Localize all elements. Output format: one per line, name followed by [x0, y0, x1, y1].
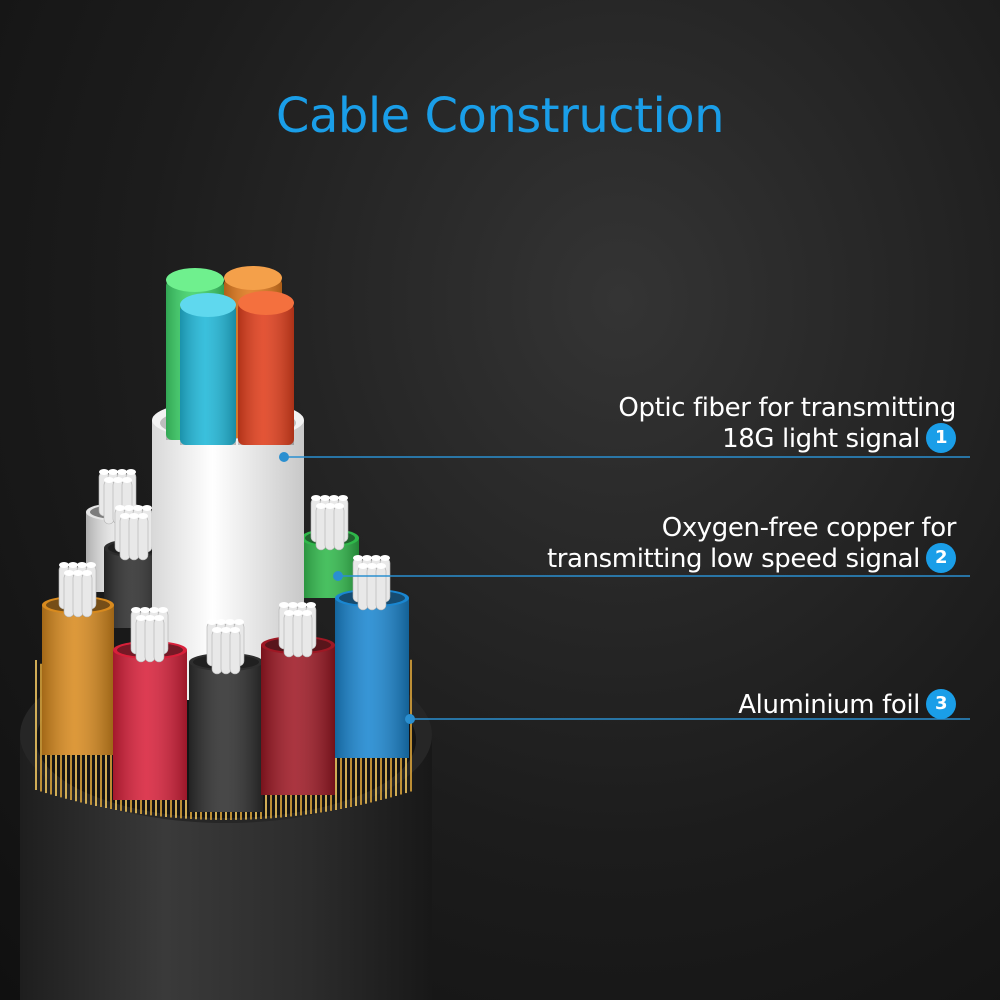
- callout-2-number-badge: 2: [926, 542, 956, 573]
- leader-dot-2: [333, 571, 343, 581]
- optic-fiber-bundle: [152, 266, 304, 700]
- fiber-red: [238, 291, 294, 445]
- wire-red: [113, 607, 187, 800]
- wire-blue: [335, 555, 409, 758]
- copper-wires-front: [42, 555, 409, 812]
- wire-dark-red: [261, 602, 335, 795]
- callout-2-line-2-text: transmitting low speed signal: [546, 544, 920, 574]
- wire-orange: [42, 562, 114, 755]
- callout-1-line-2-text: 18G light signal: [722, 424, 920, 454]
- callout-3-line-1-text: Aluminium foil: [738, 690, 920, 720]
- leader-dot-1: [279, 452, 289, 462]
- callout-copper: Oxygen-free copper for transmitting low …: [547, 513, 956, 575]
- callout-1-number-badge: 1: [926, 422, 956, 453]
- wire-black: [189, 619, 263, 812]
- wire-green: [301, 495, 359, 598]
- page-title: Cable Construction: [275, 88, 725, 144]
- leader-dot-3: [405, 714, 415, 724]
- callout-3-number-badge: 3: [926, 688, 956, 719]
- callout-1-line-1: Optic fiber for transmitting: [618, 393, 956, 423]
- fiber-cyan: [180, 293, 236, 445]
- callout-2-line-1: Oxygen-free copper for: [661, 513, 957, 543]
- leader-lines: [279, 452, 970, 724]
- callout-optic-fiber: Optic fiber for transmitting 18G light s…: [618, 393, 956, 455]
